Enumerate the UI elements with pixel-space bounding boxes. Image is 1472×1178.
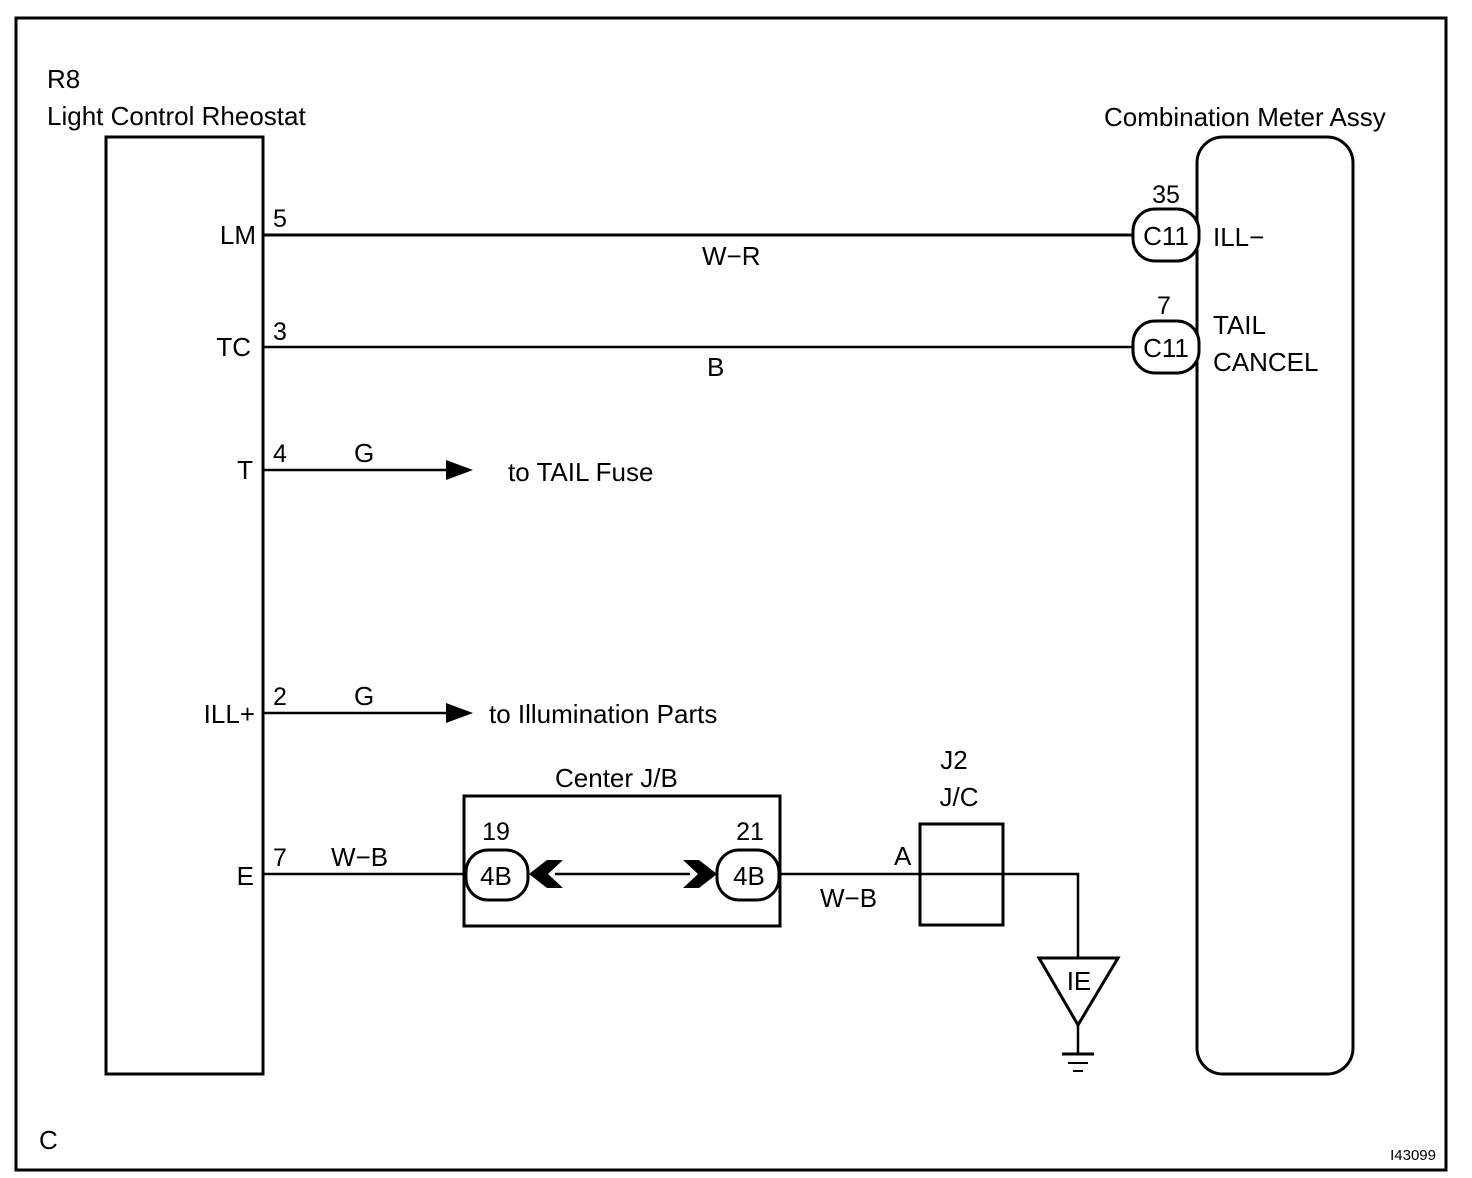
figure-id: I43099 [1390, 1147, 1436, 1164]
wire-tc-pin: 3 [273, 318, 287, 346]
rheostat-box [104, 135, 265, 1076]
wire-t-color: G [354, 438, 374, 468]
wire-t-destination: to TAIL Fuse [508, 457, 653, 487]
wire-lm-color: W−R [702, 241, 761, 271]
arrow-to-tail-fuse-icon [446, 460, 473, 480]
connector-c11-ill-pin: 35 [1152, 181, 1180, 209]
meter-terminal-ill-minus: ILL− [1213, 222, 1264, 252]
connector-4b-right-pin: 21 [736, 818, 764, 846]
wire-lm-pin: 5 [273, 205, 287, 233]
meter-terminal-cancel: CANCEL [1213, 347, 1318, 377]
wire-junction-to-ground [1003, 872, 1080, 958]
wire-t-pin: 4 [273, 440, 287, 468]
ground-symbol-icon [1062, 1052, 1094, 1072]
center-jb-right-chevron-icon [683, 860, 717, 888]
rheostat-code: R8 [47, 64, 80, 94]
connector-4b-left [464, 848, 530, 902]
connector-4b-right-code: 4B [733, 861, 765, 891]
wire-ill-plus-pin: 2 [273, 683, 287, 711]
wire-jb-out-color: W−B [820, 883, 877, 913]
terminal-lm-label: LM [220, 220, 256, 250]
page-code: C [39, 1125, 58, 1155]
ground-point-label: IE [1067, 966, 1092, 996]
rheostat-name: Light Control Rheostat [47, 101, 306, 131]
connector-c11-ill-code: C11 [1143, 221, 1189, 251]
wire-ill-plus-destination: to Illumination Parts [489, 699, 717, 729]
connector-c11-tail-pin: 7 [1157, 292, 1171, 320]
diagram-frame [14, 16, 1448, 1172]
wire-tc-color: B [707, 352, 724, 382]
wire-ill-plus-color: G [354, 681, 374, 711]
arrow-to-illumination-icon [446, 703, 473, 723]
meter-terminal-tail: TAIL [1213, 310, 1266, 340]
connector-4b-left-pin: 19 [482, 818, 510, 846]
connector-c11-ill [1131, 207, 1201, 263]
ground-point-triangle [1036, 956, 1121, 1028]
junction-terminal: A [894, 841, 912, 871]
terminal-t-label: T [237, 455, 253, 485]
wire-e-color: W−B [331, 842, 388, 872]
terminal-tc-label: TC [216, 332, 251, 362]
center-jb-box [462, 794, 782, 928]
center-jb-label: Center J/B [555, 763, 678, 793]
meter-name: Combination Meter Assy [1104, 102, 1386, 132]
connector-c11-tail-code: C11 [1143, 333, 1189, 363]
terminal-e-label: E [237, 861, 254, 891]
meter-box [1195, 135, 1355, 1076]
terminal-ill-plus-label: ILL+ [204, 699, 255, 729]
junction-label: J/C [940, 782, 979, 812]
connector-c11-tail [1131, 319, 1201, 375]
wire-e-pin: 7 [273, 844, 287, 872]
junction-code: J2 [940, 745, 967, 775]
connector-4b-left-code: 4B [480, 861, 512, 891]
center-jb-left-chevron-icon [529, 860, 563, 888]
connector-4b-right [715, 848, 781, 902]
